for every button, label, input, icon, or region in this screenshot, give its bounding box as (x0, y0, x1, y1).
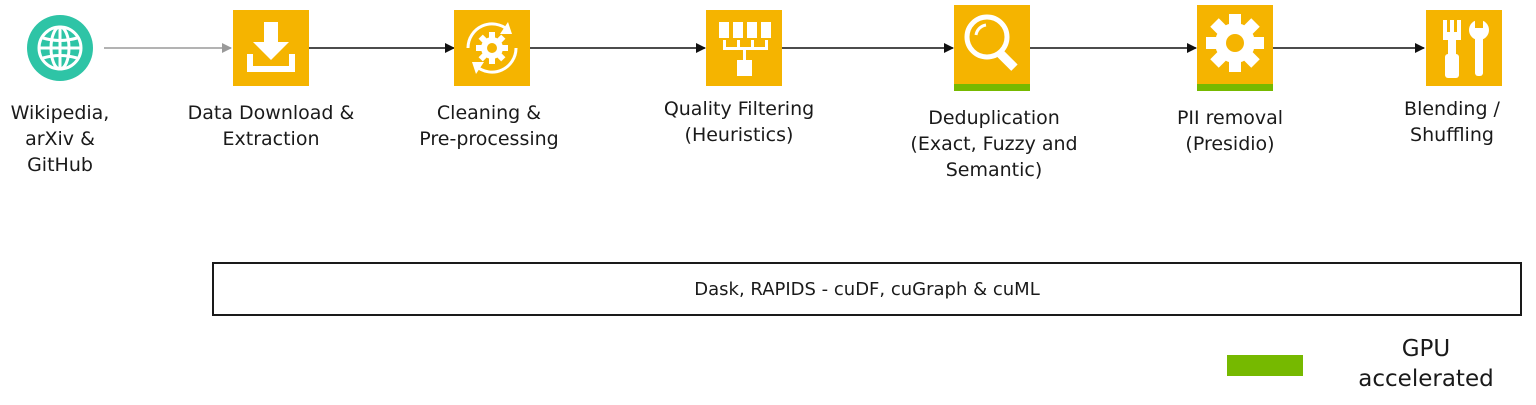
legend-label: GPU accelerated (1358, 336, 1494, 392)
gear-icon (1197, 5, 1273, 91)
magnifier-icon (954, 5, 1030, 91)
gear-cycle-icon (454, 10, 530, 86)
download-icon (233, 10, 309, 86)
stage-label-pii: PII removal (Presidio) (1176, 107, 1284, 155)
stage-label-download: Data Download & Extraction (187, 102, 355, 150)
stage-label-cleaning: Cleaning & Pre-processing (419, 102, 559, 150)
stage-label-blending: Blending / Shuffling (1404, 98, 1500, 146)
framework-box: Dask, RAPIDS - cuDF, cuGraph & cuML (212, 262, 1522, 316)
stage-label-filtering: Quality Filtering (Heuristics) (663, 98, 815, 146)
stage-label-dedup: Deduplication (Exact, Fuzzy and Semantic… (910, 107, 1078, 181)
globe-icon (25, 13, 95, 83)
filter-tree-icon (706, 10, 782, 86)
framework-label: Dask, RAPIDS - cuDF, cuGraph & cuML (694, 278, 1040, 300)
tools-icon (1426, 10, 1502, 86)
legend-swatch-gpu (1227, 355, 1303, 376)
source-label: Wikipedia, arXiv & GitHub (10, 102, 110, 176)
